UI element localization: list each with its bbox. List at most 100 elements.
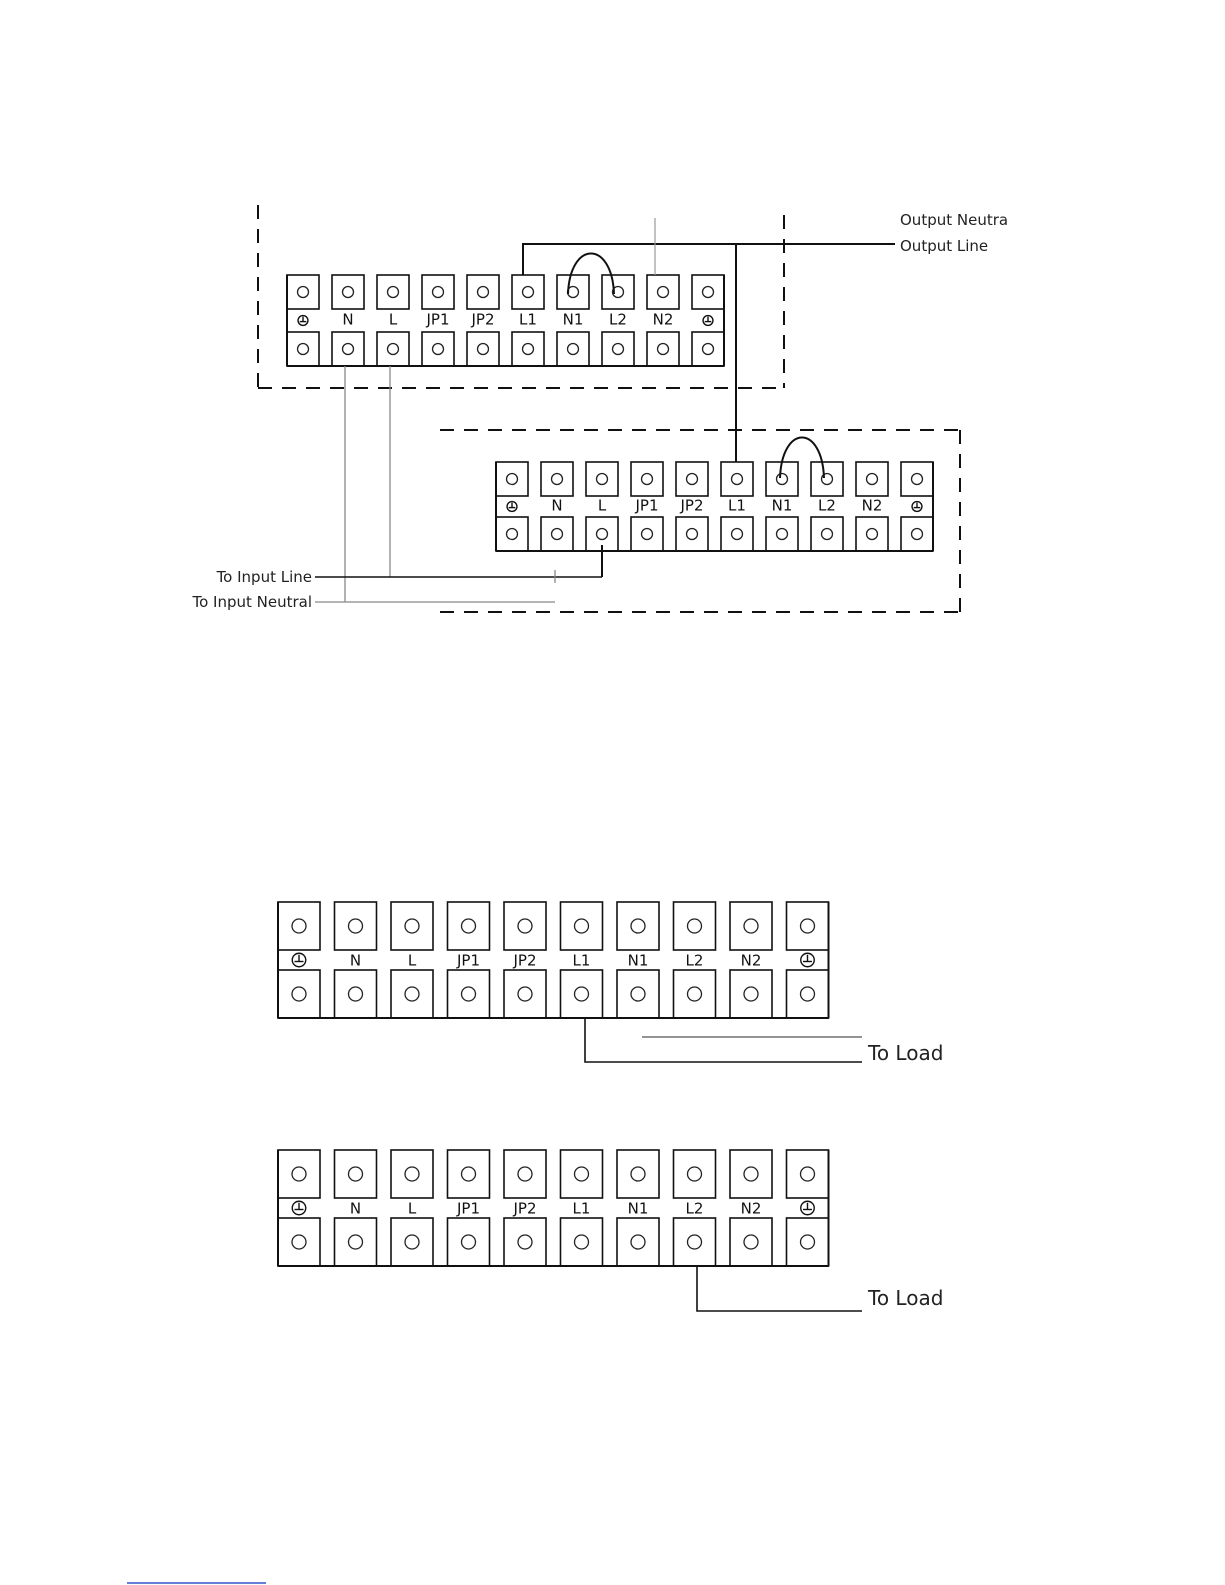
terminal-screw-icon <box>613 344 624 355</box>
terminal-label: JP2 <box>470 311 494 329</box>
terminal-label: L1 <box>728 497 746 515</box>
terminal-cell-top <box>631 462 663 496</box>
terminal-cell-bottom <box>504 1218 546 1266</box>
terminal-cell-top <box>674 1150 716 1198</box>
terminal-screw-icon <box>658 344 669 355</box>
terminal-label: L2 <box>686 952 704 970</box>
terminal-cell-top <box>391 902 433 950</box>
terminal-screw-icon <box>867 474 878 485</box>
terminal-cell-top <box>647 275 679 309</box>
terminal-cell-bottom <box>504 970 546 1018</box>
terminal-screw-icon <box>597 474 608 485</box>
terminal-screw-icon <box>552 474 563 485</box>
terminal-screw-icon <box>687 474 698 485</box>
terminal-screw-icon <box>703 344 714 355</box>
unit2-enclosure <box>440 430 960 612</box>
terminal-cell-bottom <box>631 517 663 551</box>
terminal-screw-icon <box>568 344 579 355</box>
terminal-screw-icon <box>478 287 489 298</box>
terminal-cell-bottom <box>901 517 933 551</box>
terminal-screw-icon <box>298 344 309 355</box>
output-wiring <box>523 218 875 462</box>
terminal-cell-top <box>541 462 573 496</box>
terminal-screw-icon <box>801 1235 815 1249</box>
terminal-cell-bottom <box>730 970 772 1018</box>
ground-icon <box>801 953 815 967</box>
terminal-cell-bottom <box>541 517 573 551</box>
terminal-cell-bottom <box>448 970 490 1018</box>
ground-icon <box>298 316 308 326</box>
terminal-cell-top <box>586 462 618 496</box>
terminal-cell-top <box>787 902 829 950</box>
terminal-screw-icon <box>478 344 489 355</box>
terminal-cell-bottom <box>856 517 888 551</box>
terminal-cell-top <box>730 1150 772 1198</box>
terminal-screw-icon <box>462 987 476 1001</box>
terminal-cell-top <box>391 1150 433 1198</box>
terminal-screw-icon <box>518 987 532 1001</box>
terminal-cell-bottom <box>391 970 433 1018</box>
terminal-cell-bottom <box>377 332 409 366</box>
terminal-label: L <box>408 952 417 970</box>
input-neutral-label: To Input Neutral <box>191 593 312 611</box>
terminal-screw-icon <box>292 1167 306 1181</box>
terminal-screw-icon <box>405 919 419 933</box>
terminal-label: JP1 <box>456 952 480 970</box>
terminal-screw-icon <box>518 919 532 933</box>
terminal-screw-icon <box>732 529 743 540</box>
terminal-label: JP2 <box>679 497 703 515</box>
terminal-label: L1 <box>573 1200 591 1218</box>
terminal-label: N1 <box>563 311 584 329</box>
terminal-screw-icon <box>523 344 534 355</box>
terminal-cell-bottom <box>730 1218 772 1266</box>
terminal-screw-icon <box>631 919 645 933</box>
terminal-screw-icon <box>744 1235 758 1249</box>
terminal-label: N <box>551 497 562 515</box>
terminal-screw-icon <box>801 919 815 933</box>
terminal-label: JP2 <box>512 1200 536 1218</box>
terminal-cell-bottom <box>674 1218 716 1266</box>
terminal-cell-top <box>617 902 659 950</box>
terminal-screw-icon <box>349 987 363 1001</box>
terminal-screw-icon <box>688 919 702 933</box>
terminal-screw-icon <box>343 287 354 298</box>
terminal-label: N <box>350 952 361 970</box>
terminal-screw-icon <box>292 1235 306 1249</box>
terminal-cell-bottom <box>766 517 798 551</box>
ground-icon <box>703 316 713 326</box>
terminal-screw-icon <box>642 474 653 485</box>
terminal-screw-icon <box>575 1167 589 1181</box>
ground-icon <box>507 502 517 512</box>
to-load-label-fig3: To Load <box>867 1286 943 1310</box>
terminal-cell-top <box>496 462 528 496</box>
terminal-cell-bottom <box>787 970 829 1018</box>
terminal-cell-top <box>676 462 708 496</box>
terminal-cell-bottom <box>287 332 319 366</box>
terminal-cell-top <box>856 462 888 496</box>
jumper-arc-unit1 <box>568 254 614 295</box>
terminal-cell-top <box>278 1150 320 1198</box>
terminal-screw-icon <box>575 987 589 1001</box>
terminal-screw-icon <box>507 529 518 540</box>
terminal-screw-icon <box>744 987 758 1001</box>
terminal-cell-bottom <box>617 970 659 1018</box>
jumper-arc-unit2 <box>780 438 824 479</box>
terminal-cell-top <box>766 462 798 496</box>
terminal-label: L <box>389 311 398 329</box>
terminal-screw-icon <box>822 529 833 540</box>
terminal-cell-top <box>561 902 603 950</box>
terminal-label: N2 <box>741 1200 762 1218</box>
terminal-cell-bottom <box>278 970 320 1018</box>
terminal-cell-top <box>692 275 724 309</box>
terminal-screw-icon <box>298 287 309 298</box>
terminal-cell-top <box>287 275 319 309</box>
terminal-cell-top <box>561 1150 603 1198</box>
terminal-screw-icon <box>388 287 399 298</box>
terminal-screw-icon <box>349 919 363 933</box>
terminal-screw-icon <box>507 474 518 485</box>
terminal-label: N2 <box>653 311 674 329</box>
terminal-screw-icon <box>349 1235 363 1249</box>
terminal-cell-bottom <box>721 517 753 551</box>
